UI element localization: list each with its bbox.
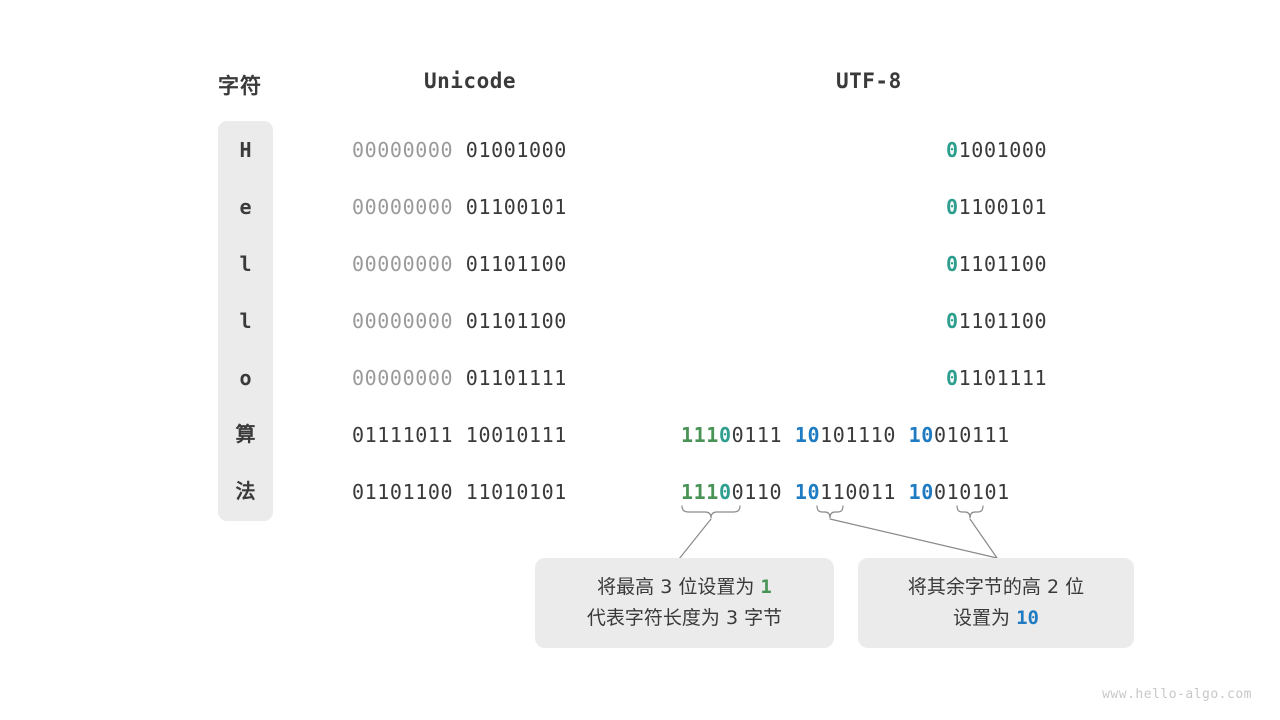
callout-line: 将最高 3 位设置为 1 [597, 572, 772, 603]
column-header-utf8: UTF-8 [836, 69, 902, 93]
character-cell: l [239, 252, 252, 276]
utf8-payload-bits: 010111 [933, 423, 1010, 447]
unicode-low-byte: 10010111 [465, 423, 567, 447]
callout-line: 设置为 10 [953, 603, 1039, 634]
unicode-bits-row: 01101100 11010101 [352, 480, 567, 504]
unicode-high-byte: 01111011 [352, 423, 454, 447]
utf8-lead-bit: 0 [946, 309, 959, 333]
unicode-bits-row: 01111011 10010111 [352, 423, 567, 447]
unicode-high-byte: 00000000 [352, 252, 454, 276]
utf8-payload-bits: 1101111 [958, 366, 1048, 390]
unicode-high-byte: 00000000 [352, 366, 454, 390]
unicode-low-byte: 01101100 [465, 252, 567, 276]
utf8-payload-bits: 1100101 [958, 195, 1048, 219]
watermark: www.hello-algo.com [1102, 687, 1252, 702]
column-header-character: 字符 [218, 74, 262, 98]
callout-line: 代表字符长度为 3 字节 [586, 607, 783, 629]
utf8-length-marker-bits: 111 [681, 423, 719, 447]
brace-length-prefix [681, 505, 741, 519]
utf8-continuation-marker-bits: 10 [794, 480, 821, 504]
unicode-low-byte: 11010101 [465, 480, 567, 504]
character-cell: 算 [235, 422, 256, 446]
utf8-lead-bit: 0 [946, 366, 959, 390]
callout-text: 将最高 3 位设置为 [597, 576, 761, 598]
brace-continuation-2 [956, 505, 984, 519]
utf8-length-marker-bits: 111 [681, 480, 719, 504]
callout-highlight: 10 [1016, 607, 1039, 629]
utf8-payload-bits: 1101100 [958, 309, 1048, 333]
character-cell: l [239, 309, 252, 333]
unicode-high-byte: 00000000 [352, 138, 454, 162]
utf8-bits-row: 01001000 [946, 138, 1047, 162]
unicode-high-byte: 00000000 [352, 309, 454, 333]
unicode-low-byte: 01101100 [465, 309, 567, 333]
utf8-bits-row: 01101111 [946, 366, 1047, 390]
utf8-continuation-marker-bits: 10 [908, 480, 934, 504]
unicode-low-byte: 01101111 [465, 366, 567, 390]
utf8-payload-bits: 101110 [820, 423, 896, 447]
unicode-low-byte: 01001000 [465, 138, 567, 162]
callout-text: 设置为 [953, 607, 1017, 629]
utf8-length-terminator-bit: 0 [718, 423, 732, 447]
utf8-payload-bits: 1101100 [958, 252, 1048, 276]
unicode-bits-row: 00000000 01101111 [352, 366, 567, 390]
utf8-bits-row: 01100101 [946, 195, 1047, 219]
leader-line-callout-2a [829, 518, 998, 559]
character-cell: H [239, 138, 252, 162]
callout-length-prefix: 将最高 3 位设置为 1 代表字符长度为 3 字节 [535, 558, 834, 648]
callout-highlight: 1 [760, 576, 772, 598]
utf8-payload-bits: 0110 [731, 480, 783, 504]
utf8-payload-bits: 010101 [933, 480, 1010, 504]
utf8-lead-bit: 0 [946, 252, 959, 276]
column-header-unicode: Unicode [424, 69, 517, 93]
unicode-high-byte: 00000000 [352, 195, 454, 219]
utf8-bits-row: 11100110 10110011 10010101 [681, 480, 1010, 504]
character-cell: e [239, 195, 252, 219]
utf8-continuation-marker-bits: 10 [794, 423, 821, 447]
utf8-bits-row: 01101100 [946, 309, 1047, 333]
unicode-bits-row: 00000000 01101100 [352, 309, 567, 333]
utf8-lead-bit: 0 [946, 195, 959, 219]
utf8-payload-bits: 0111 [731, 423, 783, 447]
utf8-lead-bit: 0 [946, 138, 959, 162]
unicode-bits-row: 00000000 01101100 [352, 252, 567, 276]
brace-continuation-1 [816, 505, 844, 519]
utf8-length-terminator-bit: 0 [718, 480, 732, 504]
character-column-panel [218, 121, 273, 521]
utf8-bits-row: 11100111 10101110 10010111 [681, 423, 1010, 447]
utf8-bits-row: 01101100 [946, 252, 1047, 276]
character-cell: o [239, 366, 252, 390]
utf8-payload-bits: 110011 [820, 480, 896, 504]
leader-line-callout-2b [969, 518, 998, 559]
unicode-bits-row: 00000000 01100101 [352, 195, 567, 219]
callout-line: 将其余字节的高 2 位 [907, 576, 1085, 598]
unicode-low-byte: 01100101 [465, 195, 567, 219]
callout-continuation-prefix: 将其余字节的高 2 位 设置为 10 [858, 558, 1134, 648]
utf8-continuation-marker-bits: 10 [908, 423, 934, 447]
unicode-bits-row: 00000000 01001000 [352, 138, 567, 162]
leader-line-callout-1 [678, 518, 712, 560]
utf8-payload-bits: 1001000 [958, 138, 1048, 162]
unicode-high-byte: 01101100 [352, 480, 454, 504]
character-cell: 法 [235, 479, 256, 503]
